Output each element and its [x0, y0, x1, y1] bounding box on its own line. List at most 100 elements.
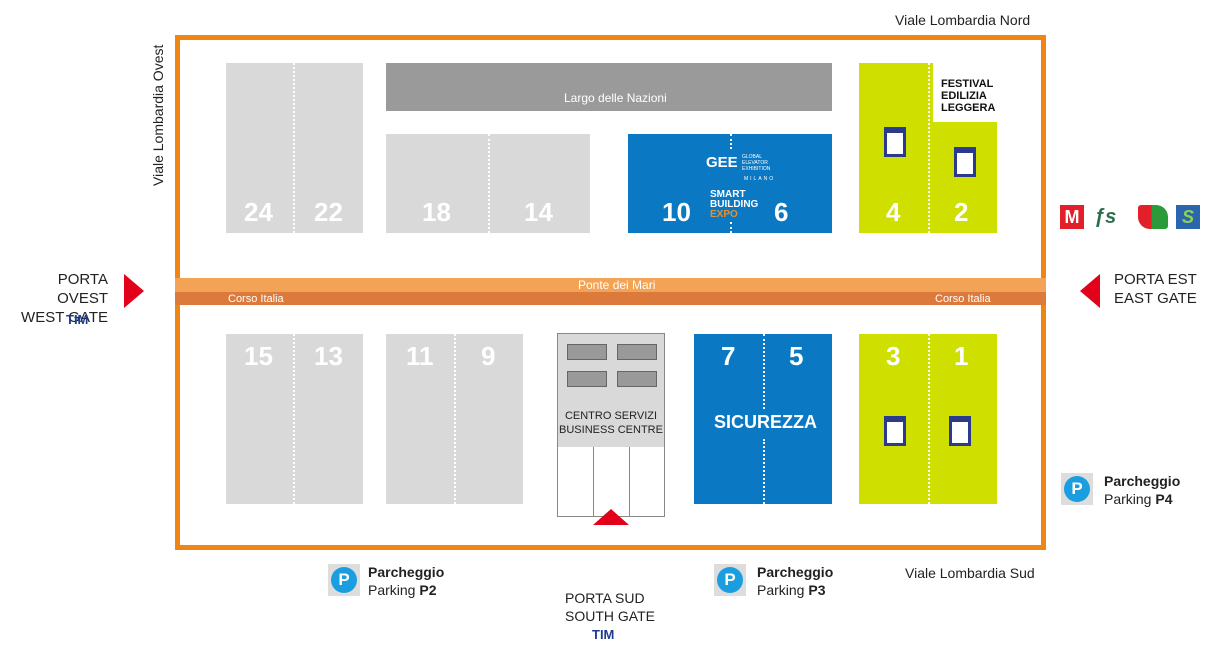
sicurezza-logo: SICUREZZA	[714, 412, 817, 432]
gate-line: WEST GATE	[21, 309, 108, 326]
parking-code: P2	[419, 582, 437, 598]
hall-number: 24	[244, 197, 273, 227]
parking-icon[interactable]: P	[328, 564, 360, 596]
parking-letter: P	[717, 567, 743, 593]
corso-label-right: Corso Italia	[935, 293, 991, 305]
south-entrance-arrow	[593, 509, 629, 525]
east-gate-label: PORTA EST EAST GATE	[1114, 270, 1197, 308]
hall-divider	[763, 439, 765, 504]
hall-4-2[interactable]: 4 2	[859, 63, 997, 233]
gee-subtitle: GLOBAL ELEVATOR EXHIBITION	[742, 154, 771, 172]
hall-number: 18	[422, 197, 451, 227]
bridge-label: Ponte dei Mari	[578, 278, 656, 292]
hall-number: 15	[244, 341, 273, 371]
window	[567, 344, 607, 360]
tim-logo: TIM	[592, 627, 615, 642]
gate-line: PORTA EST	[1114, 271, 1197, 288]
parking-icon[interactable]: P	[1061, 473, 1093, 505]
hall-number: 7	[721, 341, 736, 371]
tim-logo: TIM	[66, 312, 89, 327]
gee-city: MILANO	[744, 176, 776, 182]
gate-line: PORTA OVEST	[57, 271, 108, 307]
parking-title: Parcheggio	[1104, 473, 1181, 489]
south-gate-label: PORTA SUD SOUTH GATE	[565, 589, 655, 625]
festival-line: LEGGERA	[941, 102, 996, 114]
sbe-line: SMART	[710, 189, 746, 200]
centro-servizi-label: CENTRO SERVIZI BUSINESS CENTRE	[558, 409, 664, 437]
hall-3-1[interactable]: 3 1	[859, 334, 997, 504]
festival-icon	[954, 147, 976, 177]
hall-number: 5	[789, 341, 804, 371]
street-north: Viale Lombardia Nord	[895, 12, 1031, 28]
centre-line: BUSINESS CENTRE	[559, 424, 663, 436]
festival-icon	[884, 416, 906, 446]
hall-number: 11	[406, 341, 434, 371]
gee-logo: GEE	[706, 154, 738, 171]
ponte-dei-mari	[175, 278, 1046, 292]
hall-24-22[interactable]: 24 22	[226, 63, 363, 233]
west-gate-arrow[interactable]	[124, 274, 144, 308]
hall-7-5[interactable]: 7 5 SICUREZZA	[694, 334, 832, 504]
hall-15-13[interactable]: 15 13	[226, 334, 363, 504]
parking-icon[interactable]: P	[714, 564, 746, 596]
sbe-line: EXPO	[710, 209, 738, 220]
entrance-doors	[593, 447, 630, 517]
trenitalia-icon: ƒs	[1094, 206, 1117, 228]
festival-icon	[949, 416, 971, 446]
window	[567, 371, 607, 387]
hall-number: 1	[954, 341, 969, 371]
parking-letter: P	[331, 567, 357, 593]
largo-label: Largo delle Nazioni	[564, 91, 667, 105]
gate-line: SOUTH GATE	[565, 608, 655, 624]
parking-code: P3	[808, 582, 826, 598]
suburban-rail-icon: S	[1176, 205, 1200, 229]
parking-sub: Parking	[757, 582, 805, 598]
parking-title: Parcheggio	[368, 564, 445, 580]
hall-number: 4	[886, 197, 901, 227]
hall-divider	[488, 134, 490, 233]
hall-number: 13	[314, 341, 343, 371]
festival-icon	[884, 127, 906, 157]
hall-number: 6	[774, 197, 789, 227]
hall-number: 3	[886, 341, 901, 371]
hall-number: 9	[481, 341, 496, 371]
street-west: Viale Lombardia Ovest	[150, 44, 166, 186]
festival-line: FESTIVAL	[941, 78, 994, 90]
hall-divider	[293, 63, 295, 233]
parking-letter: P	[1064, 476, 1090, 502]
hall-number: 14	[524, 197, 553, 227]
hall-divider	[730, 134, 732, 149]
corso-label-left: Corso Italia	[228, 293, 284, 305]
hall-divider	[730, 222, 732, 233]
largo-delle-nazioni: Largo delle Nazioni	[386, 63, 832, 111]
hall-divider	[293, 334, 295, 504]
festival-line: EDILIZIA	[941, 90, 987, 102]
parking-sub: Parking	[368, 582, 416, 598]
west-gate-label: PORTA OVEST WEST GATE	[10, 270, 108, 327]
hall-number: 10	[662, 197, 691, 227]
east-gate-arrow[interactable]	[1080, 274, 1100, 308]
parking-sub: Parking	[1104, 491, 1152, 507]
metro-icon: M	[1060, 205, 1084, 229]
gate-line: PORTA SUD	[565, 590, 645, 606]
hall-18-14[interactable]: 18 14	[386, 134, 590, 233]
parking-title: Parcheggio	[757, 564, 834, 580]
trenord-icon	[1138, 205, 1168, 229]
hall-divider	[763, 334, 765, 409]
hall-number: 2	[954, 197, 969, 227]
gate-line: EAST GATE	[1114, 290, 1197, 307]
centre-line: CENTRO SERVIZI	[564, 410, 658, 422]
window	[617, 344, 657, 360]
parking-code: P4	[1155, 491, 1173, 507]
hall-11-9[interactable]: 11 9	[386, 334, 523, 504]
street-south: Viale Lombardia Sud	[905, 565, 1035, 581]
window	[617, 371, 657, 387]
hall-10-6[interactable]: 10 6 GEE GLOBAL ELEVATOR EXHIBITION MILA…	[628, 134, 832, 233]
hall-divider	[928, 63, 930, 233]
centro-servizi[interactable]: CENTRO SERVIZI BUSINESS CENTRE	[557, 333, 665, 517]
